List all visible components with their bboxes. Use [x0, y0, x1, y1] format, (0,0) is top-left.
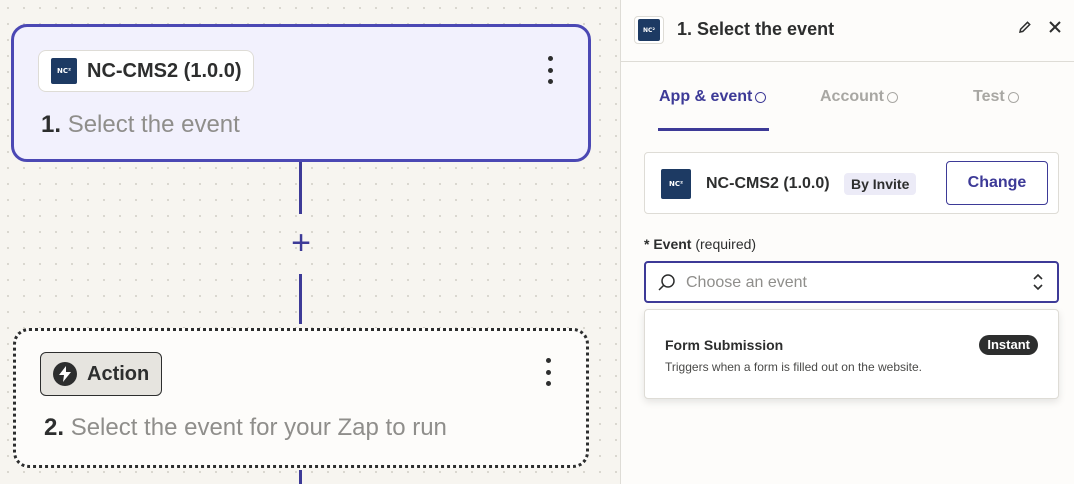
step-editor-panel: NC² 1. Select the event App & event Acco…	[620, 0, 1074, 484]
nc-cms-logo-icon: NC²	[51, 58, 77, 84]
lightning-bolt-icon	[53, 362, 77, 386]
event-select[interactable]: Choose an event	[644, 261, 1059, 303]
option-description: Triggers when a form is filled out on th…	[665, 360, 923, 374]
app-chip-label: NC-CMS2 (1.0.0)	[87, 59, 242, 82]
nc-cms-logo-icon: NC²	[638, 19, 660, 41]
instant-badge: Instant	[979, 335, 1038, 355]
event-label-text: Event	[653, 236, 692, 252]
step-number: 2.	[44, 414, 65, 441]
step-title-text: Select the event for your Zap to run	[70, 414, 447, 441]
status-pending-icon	[1007, 91, 1019, 103]
close-icon[interactable]	[1048, 20, 1062, 39]
required-asterisk: *	[644, 236, 650, 252]
step-menu-icon[interactable]	[546, 56, 554, 84]
step-card-action[interactable]: Action 2. Select the event for your Zap …	[13, 328, 589, 468]
event-select-placeholder: Choose an event	[686, 274, 807, 291]
selected-app-box: NC² NC-CMS2 (1.0.0) By Invite Change	[644, 152, 1059, 214]
step-number: 1.	[41, 111, 62, 138]
action-chip-label: Action	[87, 362, 150, 385]
event-field-label: * Event (required)	[644, 236, 756, 252]
chevron-up-down-icon	[1031, 272, 1045, 297]
panel-header: NC² 1. Select the event	[621, 0, 1074, 62]
step-title-text: Select the event	[67, 111, 240, 138]
tab-label: App & event	[659, 88, 753, 105]
step-title: 2. Select the event for your Zap to run	[44, 414, 447, 442]
add-step-button[interactable]: +	[291, 224, 311, 262]
event-options-dropdown: Form Submission Instant Triggers when a …	[644, 309, 1059, 399]
nc-cms-logo-icon: NC²	[661, 169, 691, 199]
selected-app-name: NC-CMS2 (1.0.0)	[706, 175, 830, 192]
action-chip[interactable]: Action	[40, 352, 163, 396]
zap-canvas[interactable]: + NC² NC-CMS2 (1.0.0) 1. Select the even…	[0, 0, 620, 484]
event-option-form-submission[interactable]: Form Submission Instant Triggers when a …	[645, 310, 1058, 398]
by-invite-badge: By Invite	[844, 173, 917, 195]
tab-label: Test	[973, 88, 1005, 105]
tab-label: Account	[820, 88, 884, 105]
connector-line-bottom	[299, 470, 302, 484]
edit-pencil-icon[interactable]	[1018, 20, 1032, 39]
search-icon	[657, 273, 677, 298]
option-title: Form Submission	[665, 337, 784, 353]
tab-app-event[interactable]: App & event	[659, 88, 767, 106]
panel-app-logo: NC²	[634, 16, 664, 44]
required-hint: (required)	[695, 236, 757, 252]
status-pending-icon	[755, 91, 767, 103]
status-pending-icon	[887, 91, 898, 103]
panel-title: 1. Select the event	[677, 19, 835, 39]
tab-account[interactable]: Account	[820, 88, 898, 106]
step-menu-icon[interactable]	[544, 358, 552, 386]
active-tab-indicator	[658, 128, 769, 131]
app-chip[interactable]: NC² NC-CMS2 (1.0.0)	[38, 50, 255, 92]
panel-tabs: App & event Account Test	[621, 62, 1074, 132]
change-app-button[interactable]: Change	[946, 161, 1048, 205]
tab-test[interactable]: Test	[973, 88, 1019, 106]
step-card-trigger[interactable]: NC² NC-CMS2 (1.0.0) 1. Select the event	[11, 24, 591, 162]
connector-line-top	[299, 162, 302, 214]
connector-line-middle	[299, 274, 302, 324]
step-title: 1. Select the event	[41, 111, 240, 139]
